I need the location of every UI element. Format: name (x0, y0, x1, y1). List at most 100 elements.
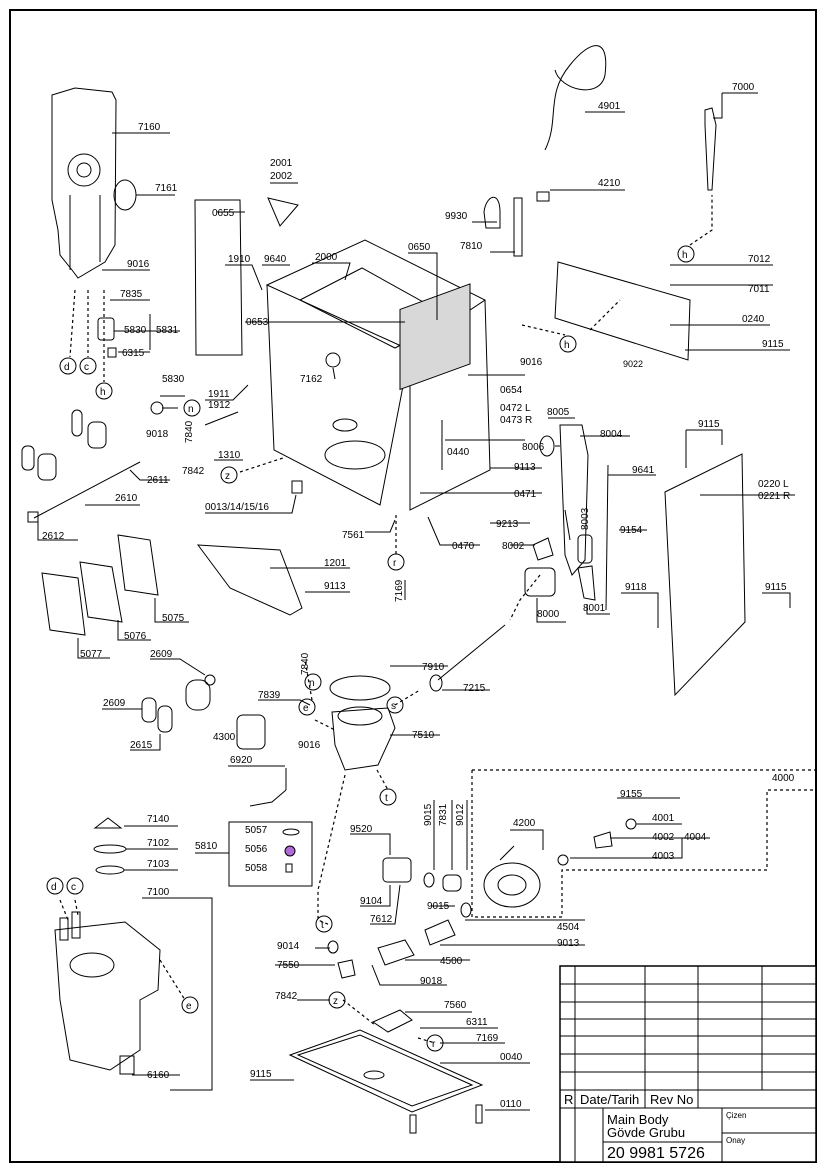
label-9115-b: 9115 (698, 419, 720, 430)
svg-text:n: n (188, 404, 194, 415)
part-labels: 7160 7161 9016 7835 5830 5831 6315 5830 … (42, 82, 795, 1110)
label-7103: 7103 (147, 859, 170, 870)
label-2002: 2002 (270, 171, 293, 182)
label-4001: 4001 (652, 813, 675, 824)
label-9154: 9154 (620, 525, 643, 536)
label-9520: 9520 (350, 824, 373, 835)
marker-t: t (379, 788, 397, 806)
label-5076: 5076 (124, 631, 147, 642)
title-main-body: Main Body (607, 1112, 669, 1127)
label-7510: 7510 (412, 730, 435, 741)
label-5057: 5057 (245, 825, 268, 836)
label-7842-b: 7842 (275, 991, 298, 1002)
label-7550: 7550 (277, 960, 300, 971)
marker-n: n (183, 399, 201, 417)
svg-text:d: d (64, 362, 70, 373)
label-4200: 4200 (513, 818, 536, 829)
approved-label: Onay (726, 1136, 745, 1145)
label-8005: 8005 (547, 407, 570, 418)
title-date-label: Date/Tarih (580, 1092, 639, 1107)
svg-text:h: h (682, 250, 688, 261)
label-0013-14-15-16: 0013/14/15/16 (205, 502, 269, 513)
label-7169-b: 7169 (476, 1033, 499, 1044)
label-5077: 5077 (80, 649, 103, 660)
title-govde-grubu: Gövde Grubu (607, 1125, 685, 1140)
label-4901: 4901 (598, 101, 621, 112)
label-1201: 1201 (324, 558, 347, 569)
svg-text:t: t (385, 793, 388, 804)
label-2610: 2610 (115, 493, 138, 504)
label-9014: 9014 (277, 941, 300, 952)
label-7839: 7839 (258, 690, 281, 701)
part-sketches (21, 45, 815, 1134)
label-5810: 5810 (195, 841, 218, 852)
label-4002: 4002 (652, 832, 675, 843)
label-2609: 2609 (150, 649, 173, 660)
label-5056: 5056 (245, 844, 268, 855)
label-9018: 9018 (146, 429, 169, 440)
label-2001: 2001 (270, 158, 293, 169)
svg-text:s: s (391, 701, 396, 712)
label-9016-c: 9016 (520, 357, 543, 368)
svg-text:z: z (225, 471, 230, 482)
label-7100: 7100 (147, 887, 170, 898)
label-0240: 0240 (742, 314, 765, 325)
title-rev-no-label: Rev No (650, 1092, 693, 1107)
label-2000: 2000 (315, 252, 338, 263)
leader-lines (37, 92, 795, 1111)
label-4500: 4500 (440, 956, 463, 967)
marker-c-bottom: c (66, 877, 84, 895)
label-9015: 9015 (423, 803, 434, 826)
label-6160: 6160 (147, 1070, 170, 1081)
label-8001: 8001 (583, 603, 606, 614)
marker-h-top: h (677, 245, 695, 263)
label-7169: 7169 (394, 579, 405, 602)
label-4504: 4504 (557, 922, 580, 933)
label-9113: 9113 (324, 581, 346, 592)
marker-s: s (386, 696, 404, 714)
label-4210: 4210 (598, 178, 621, 189)
label-6315: 6315 (122, 348, 145, 359)
label-2615: 2615 (130, 740, 153, 751)
label-0470: 0470 (452, 541, 475, 552)
label-7140: 7140 (147, 814, 170, 825)
label-9016-b: 9016 (298, 740, 321, 751)
sheet-border (9, 9, 817, 1163)
label-7612: 7612 (370, 914, 393, 925)
label-7215: 7215 (463, 683, 486, 694)
label-9640: 9640 (264, 254, 287, 265)
label-7102: 7102 (147, 838, 170, 849)
label-2612: 2612 (42, 531, 65, 542)
label-0040: 0040 (500, 1052, 523, 1063)
label-7842: 7842 (182, 466, 205, 477)
svg-text:n: n (309, 678, 315, 689)
label-0472-l: 0472 L (500, 403, 531, 414)
label-6920: 6920 (230, 755, 253, 766)
label-9113-b: 9113 (514, 462, 536, 473)
label-9118: 9118 (625, 582, 647, 593)
marker-r-bottom: r (426, 1034, 444, 1052)
label-7831: 7831 (438, 803, 449, 826)
label-9022: 9022 (623, 359, 643, 369)
label-6311: 6311 (466, 1017, 488, 1028)
label-8004: 8004 (600, 429, 623, 440)
marker-z-bottom: z (328, 991, 346, 1009)
label-7011: 7011 (748, 284, 770, 295)
label-2611: 2611 (147, 475, 169, 486)
marker-z: z (220, 466, 238, 484)
label-2609-b: 2609 (103, 698, 126, 709)
marker-r: r (387, 553, 405, 571)
label-9115-c: 9115 (765, 582, 787, 593)
label-1910: 1910 (228, 254, 251, 265)
label-9115: 9115 (762, 339, 784, 350)
marker-h-mid: h (559, 335, 577, 353)
label-7162: 7162 (300, 374, 323, 385)
svg-text:e: e (303, 703, 309, 714)
marker-n-bottom: n (304, 673, 322, 691)
label-7910: 7910 (422, 662, 445, 673)
svg-text:z: z (333, 996, 338, 1007)
label-0471: 0471 (514, 489, 537, 500)
label-9213: 9213 (496, 519, 519, 530)
drawn-label: Çizen (726, 1111, 746, 1120)
